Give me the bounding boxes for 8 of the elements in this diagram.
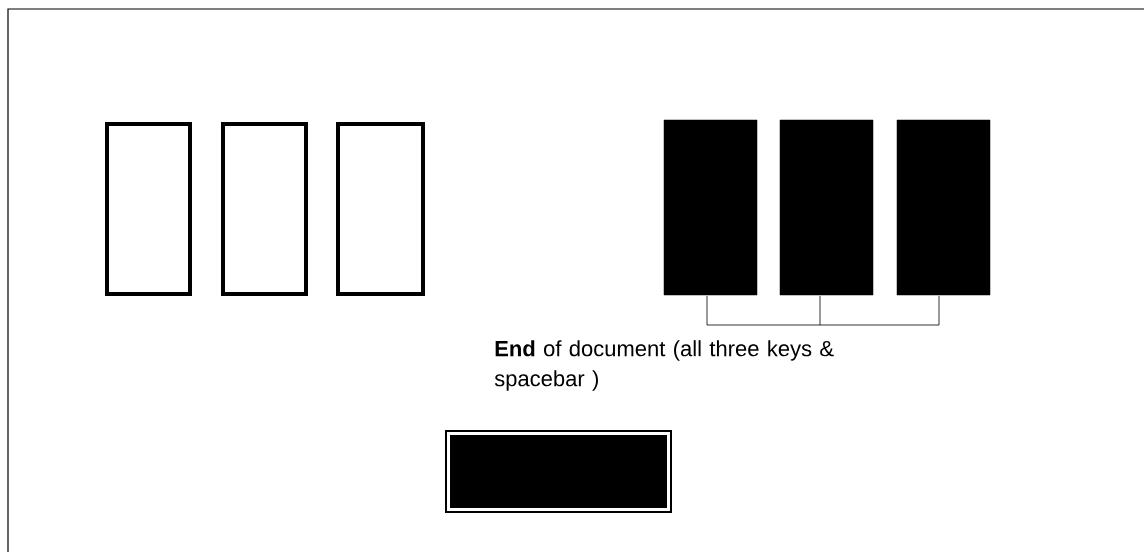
key <box>105 122 192 296</box>
pressed-key <box>896 119 991 296</box>
key <box>336 122 425 296</box>
pressed-key <box>663 119 758 296</box>
pressed-spacebar <box>445 430 672 513</box>
key <box>221 122 308 296</box>
note-text: End of document (all three keys & spacebar ) <box>494 340 834 391</box>
pressed-key <box>779 119 874 296</box>
